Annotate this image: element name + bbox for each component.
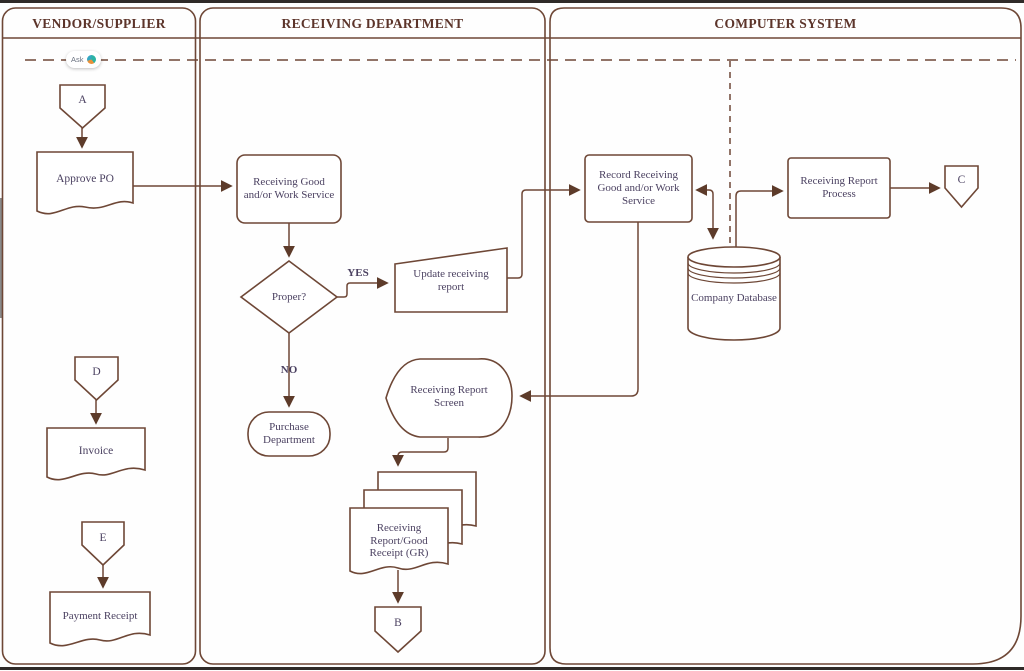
purchase-dept-label: Purchase Department [263,421,315,446]
report-process-box [787,157,891,219]
yes-branch-label: YES [347,266,369,279]
receiving-good-label: Receiving Good and/or Work Service [243,176,335,201]
no-branch-label: NO [280,363,298,376]
report-process-label: Receiving Report Process [800,175,878,200]
ask-overlay-button[interactable]: Ask [66,51,101,68]
invoice-label: Invoice [78,445,114,458]
offpage-connector-d [74,356,119,402]
company-db-ring-1 [687,262,781,274]
update-report-manual-input [394,247,508,313]
company-db-ring-3 [687,272,781,284]
connector-screen-to-gr-document [392,438,449,467]
lane-computer-border [549,7,1022,665]
offpage-connector-e [81,521,125,567]
payment-receipt-label: Payment Receipt [62,609,138,622]
gr-document-label: Receiving Report/Good Receipt (GR) [369,521,429,560]
lane-receiving-border [199,7,546,665]
lane-header-vendor: VENDOR/SUPPLIER [32,15,166,31]
update-report-label: Update receiving report [413,268,489,293]
connector-d-label: D [92,366,101,379]
receiving-good-process [236,154,342,224]
company-db-ring-2 [687,267,781,279]
purchase-dept-terminator [247,411,331,457]
connector-db-to-report-process [735,185,784,247]
lane-vendor-border [1,7,197,665]
report-screen-label: Receiving Report Screen [410,384,488,409]
lane-header-computer: COMPUTER SYSTEM [714,15,857,31]
company-db-label: Company Database [691,291,777,304]
report-screen-display [385,358,513,438]
record-receiving-process [584,154,693,223]
connector-update-to-record [507,184,581,279]
connector-record-to-report-screen [519,222,639,402]
gr-document-front [349,507,449,575]
approve-po-document [36,151,134,215]
connector-proper-yes-to-update [337,277,389,298]
payment-receipt-document [49,591,151,647]
proper-label: Proper? [271,290,307,303]
connector-e-label: E [99,532,107,545]
connector-c-label: C [957,174,966,187]
offpage-connector-a [59,84,106,130]
lane-header-receiving: RECEIVING DEPARTMENT [281,15,464,31]
company-db-top [687,246,781,268]
ask-label: Ask [71,55,84,64]
connector-a-label: A [78,94,87,107]
invoice-document [46,427,146,481]
approve-po-label: Approve PO [56,173,114,186]
offpage-connector-c [944,165,979,209]
proper-decision-diamond [239,260,339,334]
connector-record-db-bidirectional [695,184,719,240]
record-receiving-label: Record Receiving Good and/or Work Servic… [597,169,680,207]
connector-b-label: B [394,617,402,630]
company-db-body [687,257,781,341]
offpage-connector-b [374,606,422,654]
ai-assistant-icon [86,55,96,64]
